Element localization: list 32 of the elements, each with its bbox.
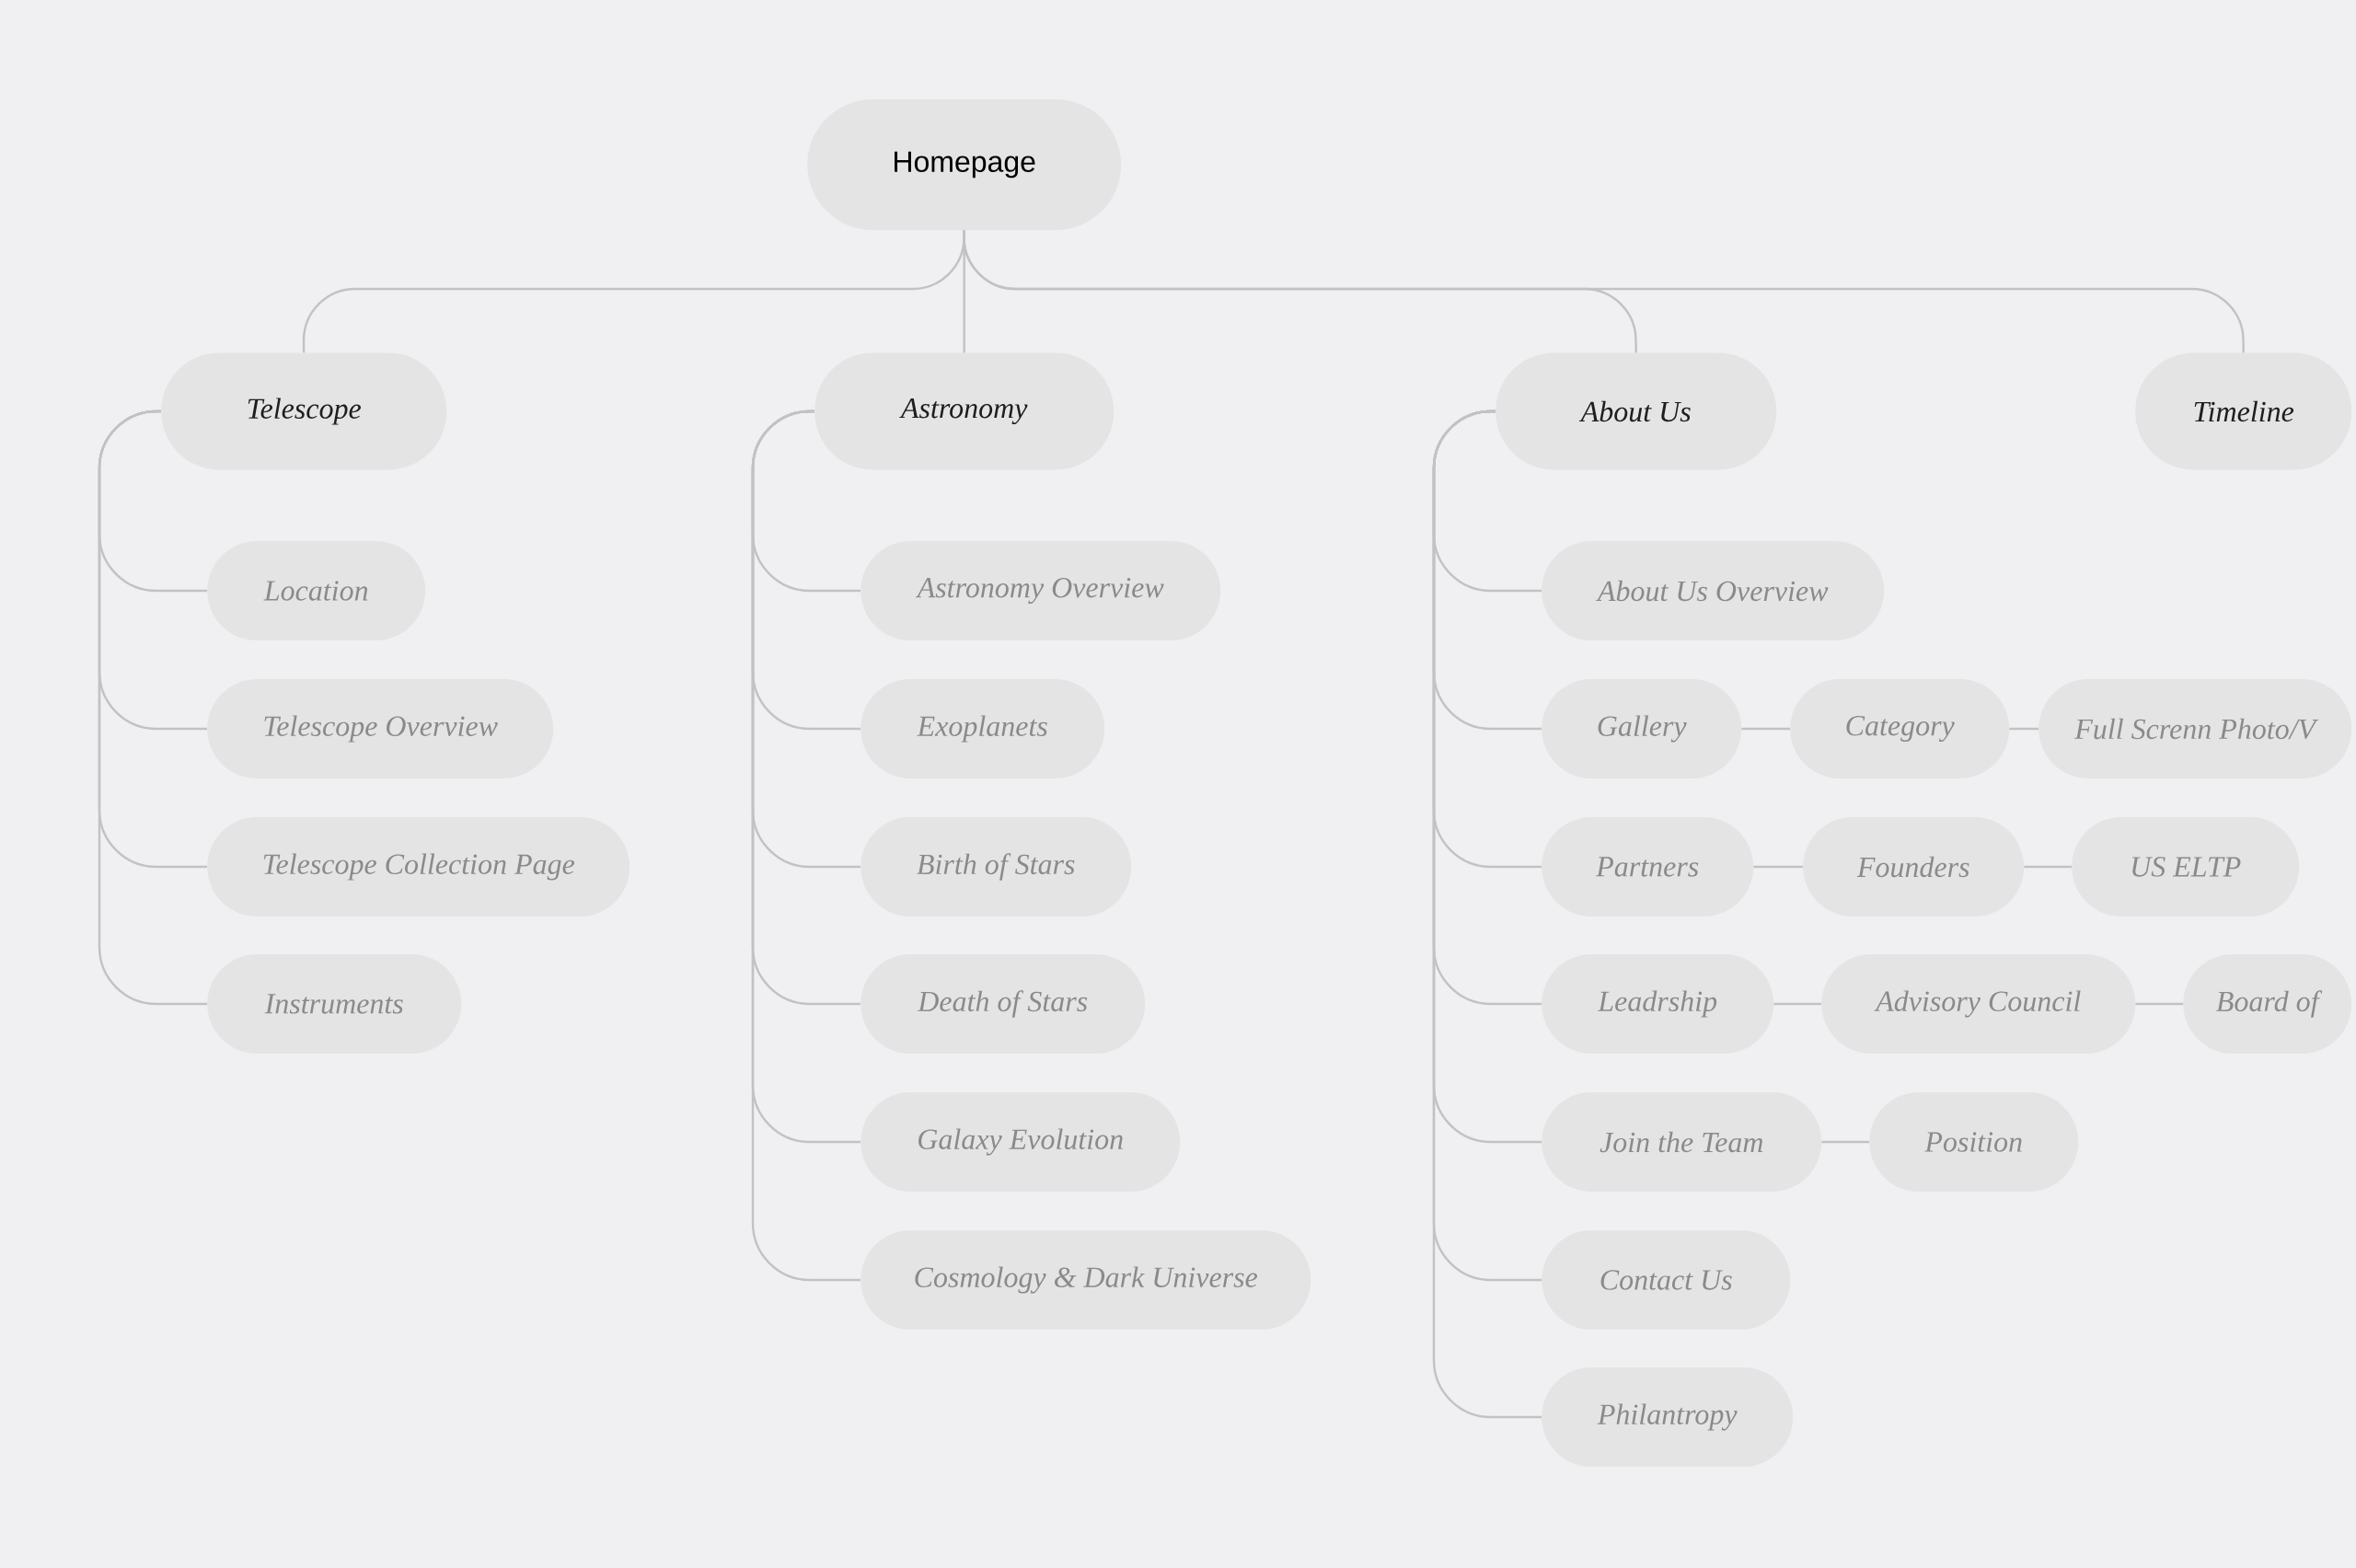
pill-node: Cosmology & Dark Universe (860, 1230, 1311, 1330)
pill-node: Philantropy (1542, 1367, 1794, 1467)
connector-line (963, 230, 2245, 353)
pill-node: Galaxy Evolution (860, 1092, 1181, 1192)
pill-node: About Us Overview (1542, 541, 1885, 640)
connector-line (1741, 727, 1791, 731)
pill-node: Position (1869, 1092, 2079, 1192)
pill-node: Full Screnn Photo/V (2038, 679, 2352, 778)
connector-line (2009, 727, 2039, 731)
pill-node: Leadrship (1542, 954, 1774, 1054)
connector-line (751, 409, 860, 1282)
pill-node: Telescope Overview (207, 679, 554, 778)
pill-node: Join the Team (1542, 1092, 1822, 1192)
pill-node: Telescope Collection Page (207, 817, 630, 917)
connector-line (1773, 1002, 1822, 1006)
pill-node: Exoplanets (860, 679, 1105, 778)
pill-node: Gallery (1542, 679, 1742, 778)
pill-node: Birth of Stars (860, 817, 1132, 917)
pill-node: Instruments (207, 954, 462, 1054)
connector-line (1821, 1140, 1870, 1144)
pill-node: Board of (2183, 954, 2352, 1054)
connector-line (1753, 865, 1804, 869)
pill-node: Advisory Council (1821, 954, 2136, 1054)
pill-node: Timeline (2135, 352, 2352, 470)
pill-node: Partners (1542, 817, 1754, 917)
pill-node: Homepage (807, 99, 1122, 230)
pill-node: Contact Us (1542, 1230, 1791, 1330)
pill-node: Astronomy Overview (860, 541, 1221, 640)
pill-node: Death of Stars (860, 954, 1146, 1054)
connector-line (2135, 1002, 2184, 1006)
connector-line (2024, 865, 2073, 869)
connector-line (98, 409, 207, 1006)
